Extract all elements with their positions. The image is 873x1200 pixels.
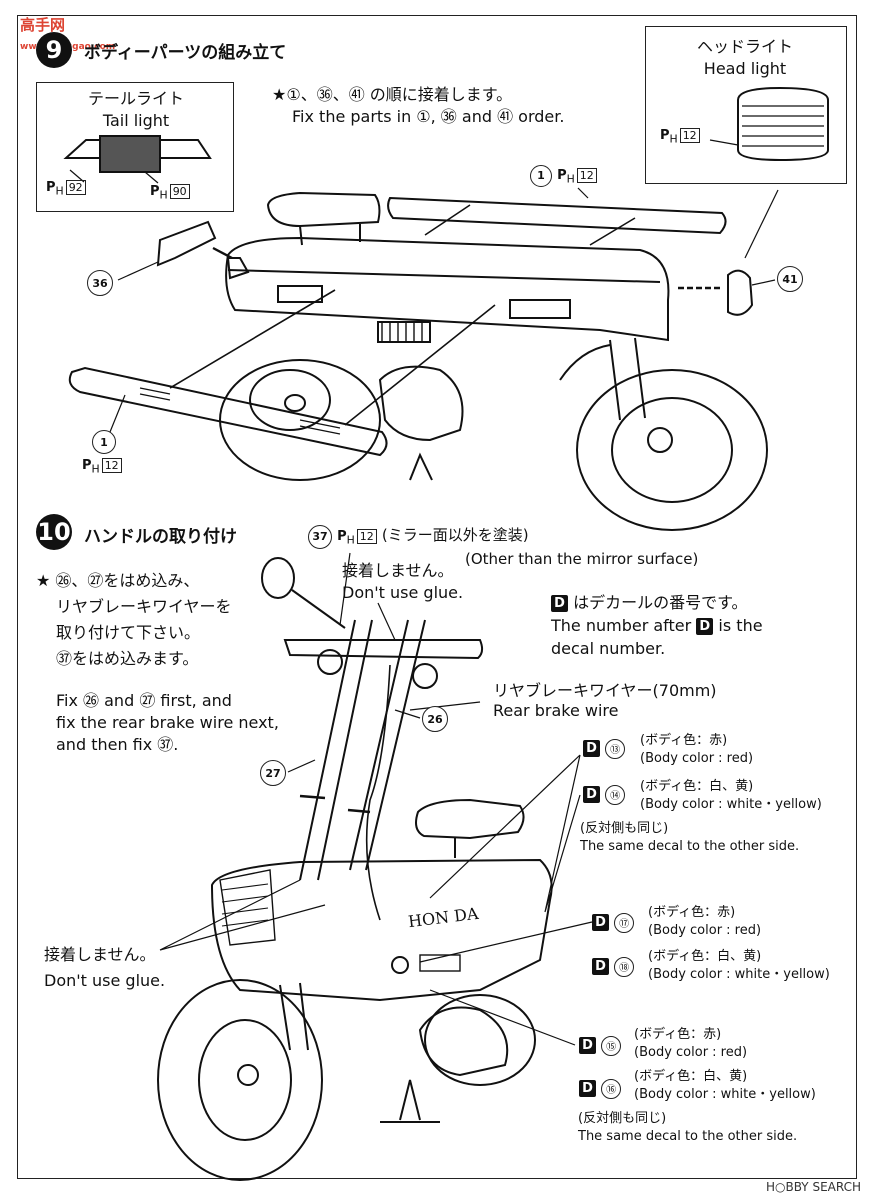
step10-instruction-en-2: fix the rear brake wire next, (56, 713, 279, 732)
decal-18-jp: (ボディ色：白、黄) (648, 949, 762, 964)
tail-light-label-jp: テールライト (87, 89, 184, 108)
no-glue-top-en: Don't use glue. (342, 583, 464, 602)
part-27-label: 27 (260, 760, 286, 786)
page-frame (17, 15, 857, 1179)
step9-number: 9 (36, 32, 72, 68)
same-side-2-jp: (反対側も同じ) (578, 1111, 667, 1126)
decal-14-en: (Body color : white・yellow) (640, 797, 822, 812)
brake-wire-label-en: Rear brake wire (493, 701, 619, 720)
decal-13-jp: (ボディ色：赤) (640, 733, 728, 748)
step10-number: 10 (36, 514, 72, 550)
tail-light-illustration (63, 135, 212, 184)
no-glue-bottom-en: Don't use glue. (44, 971, 166, 990)
step10-instruction-jp-4: ㊲をはめ込みます。 (56, 649, 199, 668)
step10-instruction-jp-1: ★ ㉖、㉗をはめ込み、 (36, 571, 200, 590)
tail-light-box (36, 82, 234, 212)
decal-16-jp: (ボディ色：白、黄) (634, 1069, 748, 1084)
head-light-label-en: Head light (703, 59, 787, 78)
step10-instruction-jp-2: リヤブレーキワイヤーを (56, 597, 232, 616)
decal-note-line1: D はデカールの番号です。 (551, 592, 748, 614)
decal-note-line3: decal number. (551, 639, 666, 658)
part-37-note-en: (Other than the mirror surface) (465, 550, 699, 568)
decal-13: D ⑬ (583, 738, 626, 759)
decal-18: D ⑱ (592, 956, 635, 977)
step10-instruction-jp-3: 取り付けて下さい。 (56, 623, 201, 642)
footer-watermark: H○BBY SEARCH (766, 1180, 861, 1194)
same-side-1-en: The same decal to the other side. (580, 839, 800, 854)
decal-17-en: (Body color : red) (648, 923, 762, 938)
decal-13-en: (Body color : red) (640, 751, 754, 766)
decal-18-en: (Body color : white・yellow) (648, 967, 830, 982)
same-side-1-jp: (反対側も同じ) (580, 821, 669, 836)
no-glue-bottom-jp: 接着しません。 (44, 945, 156, 964)
step10-instruction-en-3: and then fix ㊲. (56, 735, 179, 754)
tail-light-label-en: Tail light (102, 111, 170, 130)
decal-17-jp: (ボディ色：赤) (648, 905, 736, 920)
head-light-illustration (709, 86, 829, 162)
head-light-label-jp: ヘッドライト (696, 37, 793, 56)
part-26-label: 26 (422, 706, 448, 732)
decal-17: D ⑰ (592, 912, 635, 933)
part-36-label: 36 (87, 270, 113, 296)
step9-bike-illustration (68, 187, 779, 531)
decal-15: D ⑮ (579, 1035, 622, 1056)
head-light-box (645, 26, 847, 184)
step10-instruction-en-1: Fix ㉖ and ㉗ first, and (56, 691, 232, 710)
step9-instruction-en: Fix the parts in ①, ㊱ and ㊶ order. (292, 107, 565, 126)
decal-16-en: (Body color : white・yellow) (634, 1087, 816, 1102)
part-41-label: 41 (777, 266, 803, 292)
step9-instruction-jp: ★①、㊱、㊶ の順に接着します。 (272, 85, 513, 104)
brake-wire-label-jp: リヤブレーキワイヤー(70mm) (493, 681, 717, 700)
decal-note-line2: The number after D is the (551, 616, 763, 635)
step10-title: ハンドルの取り付け (84, 527, 237, 547)
decal-15-jp: (ボディ色：赤) (634, 1027, 722, 1042)
decal-15-en: (Body color : red) (634, 1045, 748, 1060)
no-glue-top-jp: 接着しません。 (342, 561, 454, 580)
decal-16: D ⑯ (579, 1078, 622, 1099)
same-side-2-en: The same decal to the other side. (578, 1129, 798, 1144)
step10-bike-illustration (157, 552, 593, 1181)
decal-14: D ⑭ (583, 784, 626, 805)
decal-14-jp: (ボディ色：白、黄) (640, 779, 754, 794)
part-1-lower-label: 1 (92, 430, 116, 454)
step9-title: ボディーパーツの組み立て (84, 43, 287, 63)
